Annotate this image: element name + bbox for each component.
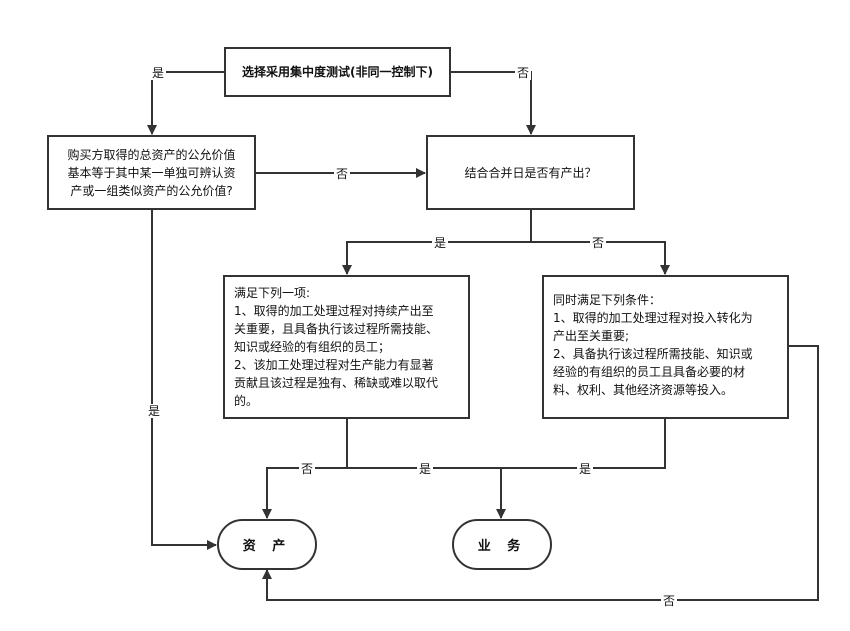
- business-terminal-text: 业 务: [477, 539, 527, 554]
- arrow-start-no: [451, 71, 536, 135]
- arrow-output-yes: [342, 241, 531, 275]
- start-node-text: 选择采用集中度测试(非同一控制下): [242, 65, 433, 79]
- label-start-no: 否: [515, 66, 532, 80]
- fair-value-line-2: 基本等于其中某一单独可辨认资: [67, 165, 236, 180]
- has-output-node: 结合合并日是否有产出？: [426, 135, 635, 210]
- arrow-fv-yes: [151, 210, 217, 550]
- start-node: 选择采用集中度测试(非同一控制下): [224, 47, 451, 97]
- label-b-no: 否: [661, 594, 678, 608]
- cond-a-line-7: 的。: [234, 394, 259, 408]
- cond-a-line-2: 1、取得的加工处理过程对持续产出至: [234, 304, 434, 318]
- has-output-text: 结合合并日是否有产出？: [464, 165, 597, 180]
- cond-a-line-1: 满足下列一项:: [234, 286, 311, 300]
- label-b-yes: 是: [577, 462, 594, 476]
- label-fv-no: 否: [334, 167, 351, 181]
- arrow-b-no: [262, 345, 819, 601]
- cond-b-line-2: 1、取得的加工处理过程对投入转化为: [553, 311, 753, 325]
- label-a-no: 否: [299, 462, 316, 476]
- fair-value-line-1: 购买方取得的总资产的公允价值: [67, 147, 236, 162]
- cond-b-line-4: 2、具备执行该过程所需技能、知识或: [553, 347, 753, 361]
- label-a-yes: 是: [417, 462, 434, 476]
- label-output-yes: 是: [432, 236, 449, 250]
- arrow-output-no: [531, 241, 670, 275]
- cond-b-line-5: 经验的有组织的员工且具备必要的材: [553, 365, 746, 379]
- arrow-a-no: [262, 467, 347, 519]
- label-output-no: 否: [590, 236, 607, 250]
- asset-terminal-text: 资 产: [242, 539, 292, 554]
- cond-a-line-4: 知识或经验的有组织的员工；: [234, 340, 391, 354]
- asset-terminal: 资 产: [217, 519, 317, 570]
- cond-b-line-1: 同时满足下列条件：: [553, 293, 662, 307]
- business-terminal: 业 务: [452, 519, 552, 570]
- arrow-b-yes: [501, 418, 666, 469]
- cond-a-line-6: 贡献且该过程是独有、稀缺或难以取代: [234, 376, 439, 390]
- label-start-yes: 是: [150, 66, 167, 80]
- cond-b-line-6: 料、权利、其他经济资源等投入。: [553, 383, 734, 397]
- arrow-start-yes: [147, 71, 224, 135]
- cond-b-line-3: 产出至关重要;: [553, 329, 630, 343]
- condition-b-node: 同时满足下列条件： 1、取得的加工处理过程对投入转化为 产出至关重要; 2、具备…: [542, 275, 789, 419]
- label-fv-yes: 是: [146, 404, 163, 418]
- cond-a-line-3: 关重要，且具备执行该过程所需技能、: [234, 322, 439, 336]
- fair-value-line-3: 产或一组类似资产的公允价值?: [70, 183, 233, 198]
- cond-a-line-5: 2、该加工处理过程对生产能力有显著: [234, 358, 434, 372]
- condition-a-node: 满足下列一项: 1、取得的加工处理过程对持续产出至 关重要，且具备执行该过程所需…: [223, 275, 470, 419]
- fair-value-node: 购买方取得的总资产的公允价值 基本等于其中某一单独可辨认资 产或一组类似资产的公…: [47, 135, 256, 210]
